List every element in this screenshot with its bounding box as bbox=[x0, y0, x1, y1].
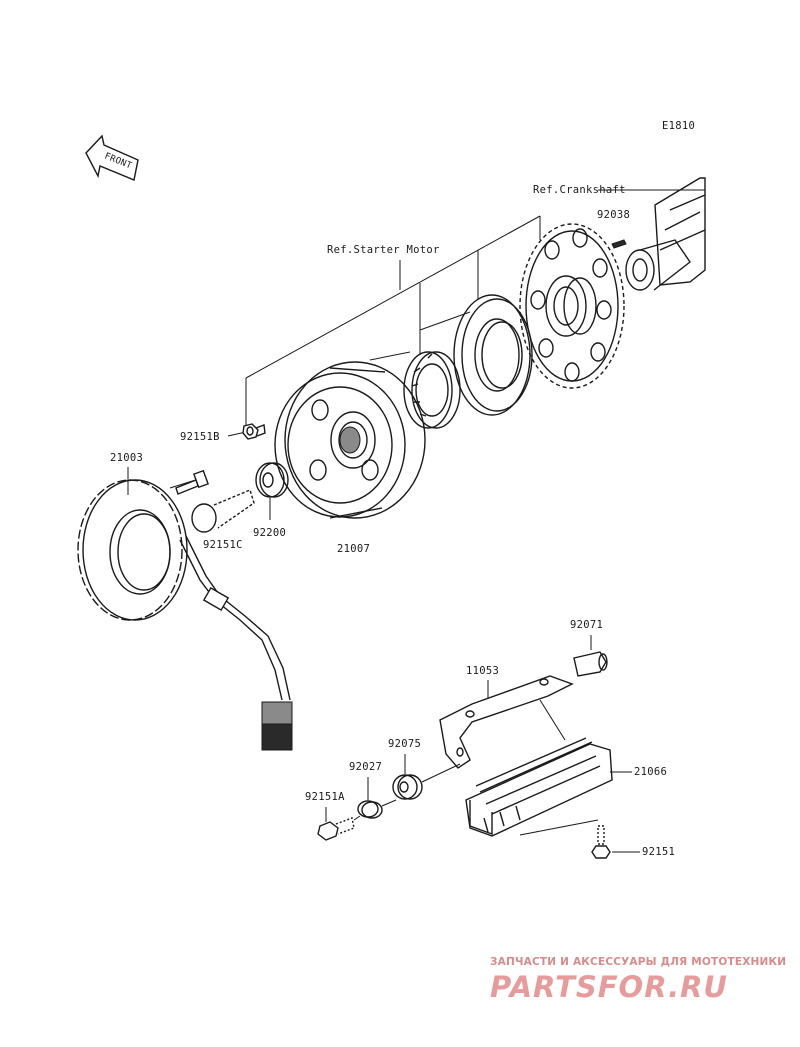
part-21066-label: 21066 bbox=[634, 766, 667, 778]
bolt-92151A bbox=[317, 817, 355, 841]
starter-clutch-plate bbox=[419, 294, 533, 416]
key-92038 bbox=[611, 239, 627, 249]
watermark-tagline: ЗАПЧАСТИ И АКСЕССУАРЫ ДЛЯ МОТОТЕХНИКИ bbox=[490, 956, 786, 968]
ref-crankshaft-label: Ref.Crankshaft bbox=[533, 184, 626, 196]
bolt-92151B bbox=[242, 423, 266, 440]
starter-gear bbox=[519, 223, 625, 389]
bolt-92151C bbox=[191, 489, 255, 533]
bolt-92151B-small bbox=[175, 469, 209, 495]
ref-starter-motor-label: Ref.Starter Motor bbox=[327, 244, 440, 256]
bracket-11053 bbox=[439, 675, 574, 769]
diagram-code: E1810 bbox=[662, 120, 695, 132]
watermark-brand: PARTSFOR.RU bbox=[490, 970, 728, 1004]
washer-92200 bbox=[255, 462, 289, 498]
part-92038-label: 92038 bbox=[597, 209, 630, 221]
collar-92027 bbox=[357, 800, 383, 819]
part-92071-label: 92071 bbox=[570, 619, 603, 631]
part-92151-label: 92151 bbox=[642, 846, 675, 858]
bolt-92151 bbox=[591, 825, 611, 859]
part-92027-label: 92027 bbox=[349, 761, 382, 773]
front-arrow-icon: FRONT bbox=[85, 134, 139, 181]
regulator-rectifier-21066 bbox=[465, 737, 613, 837]
cap-92071 bbox=[573, 651, 608, 677]
part-21007-label: 21007 bbox=[337, 543, 370, 555]
flywheel-rotor-21007 bbox=[274, 361, 426, 519]
part-92200-label: 92200 bbox=[253, 527, 286, 539]
one-way-clutch bbox=[369, 351, 461, 429]
part-11053-label: 11053 bbox=[466, 665, 499, 677]
part-92151C-label: 92151C bbox=[203, 539, 243, 551]
part-92075-label: 92075 bbox=[388, 738, 421, 750]
part-92151B-label: 92151B bbox=[180, 431, 220, 443]
crankshaft bbox=[625, 177, 706, 291]
part-92151A-label: 92151A bbox=[305, 791, 345, 803]
stator-21003 bbox=[77, 479, 293, 751]
grommet-92075 bbox=[392, 774, 423, 800]
part-21003-label: 21003 bbox=[110, 452, 143, 464]
